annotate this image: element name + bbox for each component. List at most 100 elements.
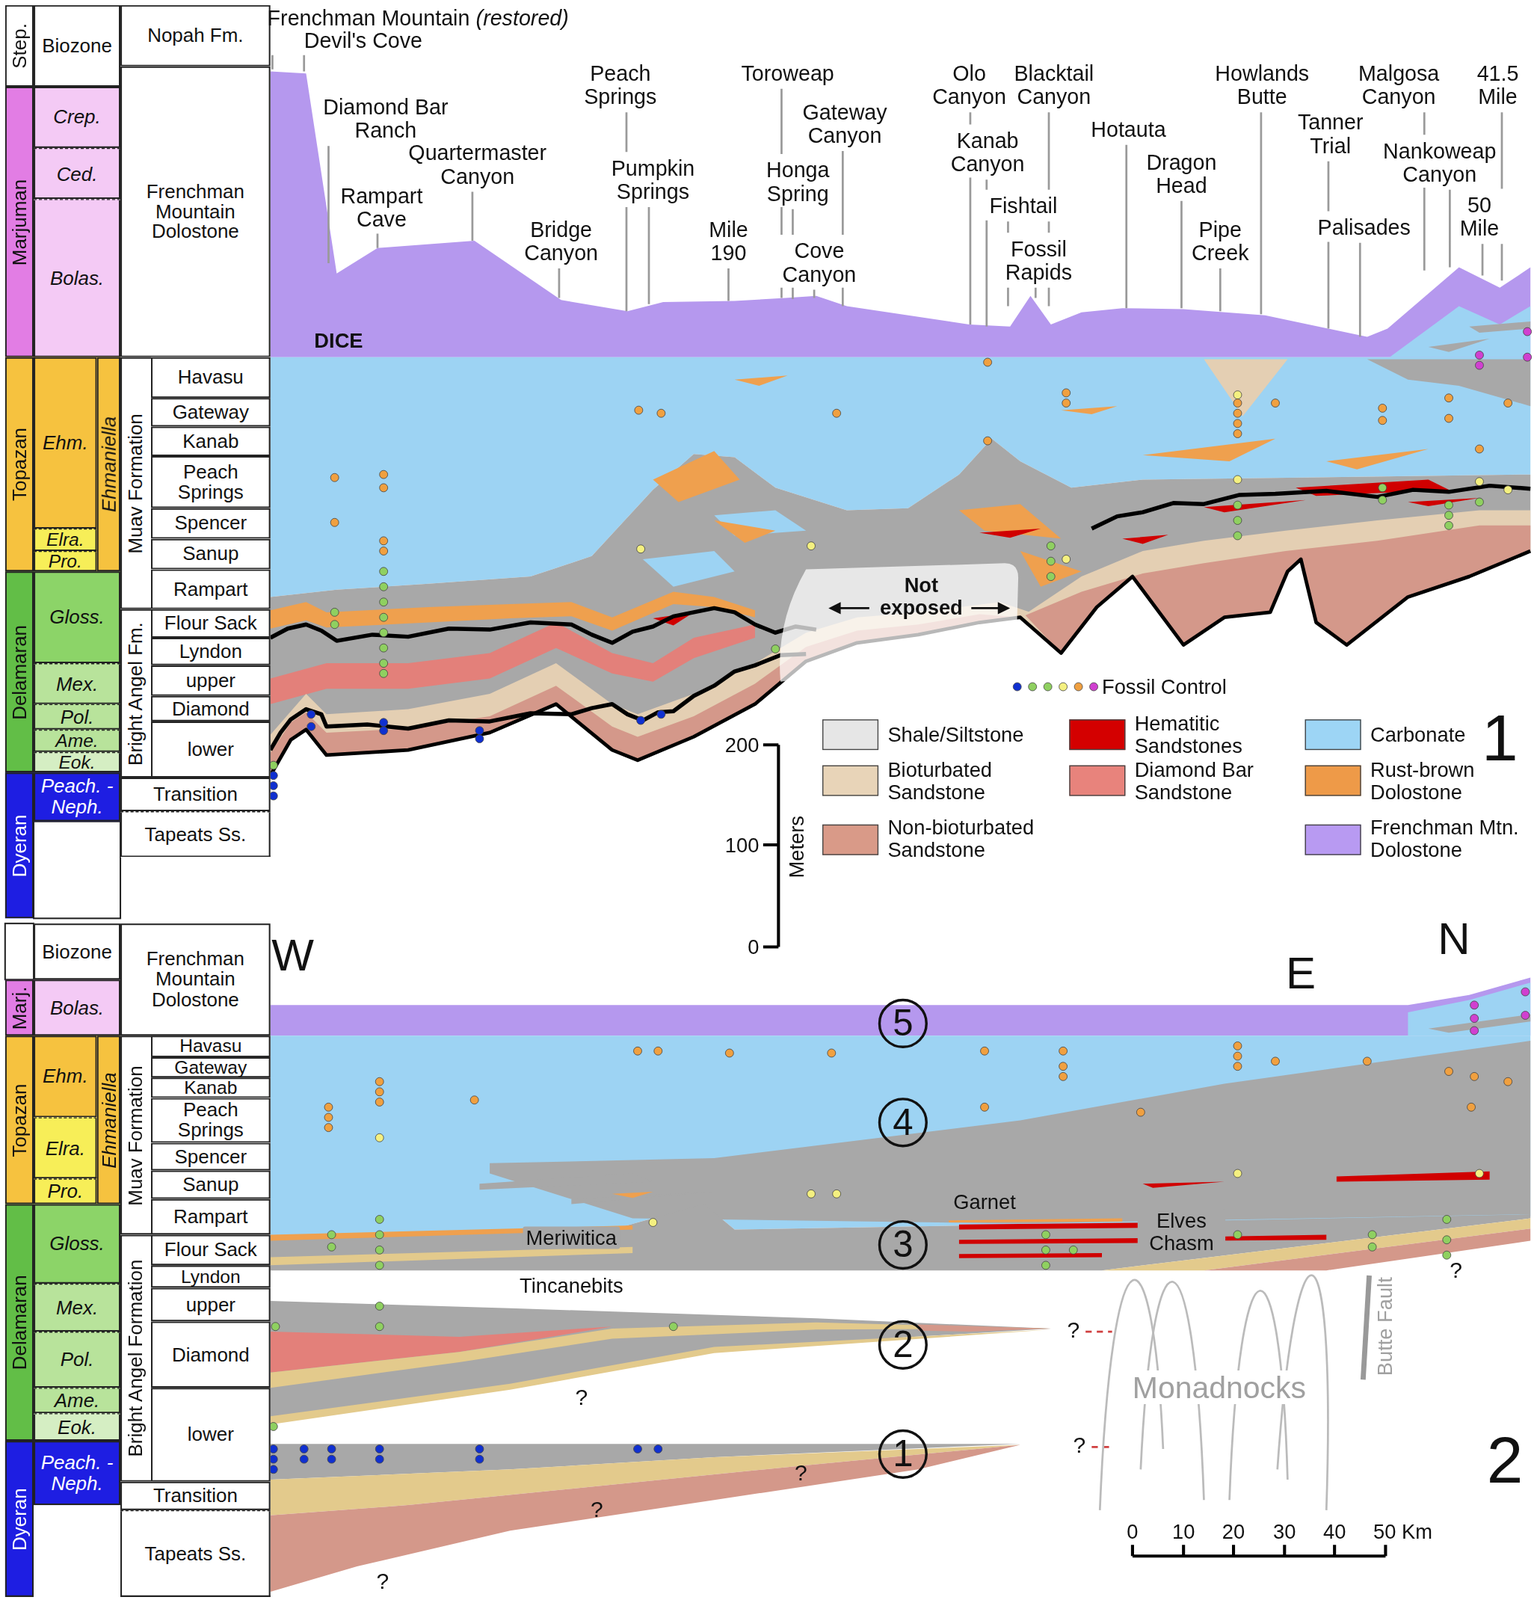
scale-value: 0 xyxy=(1126,1520,1138,1543)
panel-two-fossil-dots xyxy=(375,1098,384,1107)
fossil-control-dots xyxy=(1504,485,1513,495)
locality-label: Fishtail xyxy=(989,193,1058,217)
column-label: Gateway xyxy=(174,1057,247,1078)
column-label: Delamaran xyxy=(9,624,30,720)
frenchman-dolostone-unit xyxy=(270,71,1532,358)
column-cell: Transition xyxy=(120,777,271,812)
fossil-control-dots xyxy=(1062,399,1071,408)
panel-two-fossil-dots xyxy=(1442,1235,1452,1244)
panel-two-fossil-dots xyxy=(324,1102,333,1111)
panel-two-fossil-dots xyxy=(324,1113,333,1122)
fossil-control-dots xyxy=(1233,408,1242,418)
column-label: Tapeats Ss. xyxy=(145,824,246,845)
legend-swatch xyxy=(1069,719,1126,750)
column-label: Bolas. xyxy=(50,997,104,1018)
direction-letter: N xyxy=(1437,914,1470,964)
panel-two-fossil-dots xyxy=(375,1214,384,1224)
locality-label: Dragon Head xyxy=(1135,150,1228,198)
column-cell: upper xyxy=(151,1287,271,1321)
fossil-control-dots xyxy=(1445,511,1454,520)
locality-label: Blacktail Canyon xyxy=(998,61,1111,109)
column-blank-cells xyxy=(33,821,121,919)
column-label: Kanab xyxy=(182,431,239,452)
column-label: Frenchman Mountain Dolostone xyxy=(120,180,271,243)
column-cell: Transition xyxy=(120,1481,271,1511)
column-label: Rampart xyxy=(173,1206,248,1227)
panel-two-fossil-dots xyxy=(269,1465,278,1474)
hematitic-lenses xyxy=(1407,497,1480,507)
fossil-control-dots xyxy=(379,643,388,652)
fossil-control-dots xyxy=(330,518,339,527)
column-label: Eok. xyxy=(57,1417,97,1438)
fossil-control-dots xyxy=(379,483,388,492)
column-label: upper xyxy=(186,670,236,691)
fossil-control-dots xyxy=(1445,414,1454,423)
panel-two-fossil-dots xyxy=(327,1445,336,1454)
panel-two-fossil-dots xyxy=(827,1048,836,1058)
panel-two-fossil-dots xyxy=(633,1445,643,1454)
column-label: Mex. xyxy=(56,1297,98,1318)
column-cell: upper xyxy=(151,665,271,696)
panel-two-units xyxy=(270,977,1532,1592)
direction-letter: W xyxy=(271,930,314,981)
panel-two-fossil-dots xyxy=(324,1123,333,1132)
column-cell: Tapeats Ss. xyxy=(120,1510,271,1597)
fossil-control-dots xyxy=(1089,327,1532,691)
column-label: Dyeran xyxy=(9,814,30,877)
fossil-control-dots xyxy=(379,582,388,591)
dolostone-lenses xyxy=(959,503,1061,539)
column-cell: Lyndon xyxy=(151,1264,271,1288)
circle-outline xyxy=(879,1320,927,1369)
panel-two-fossil-dots xyxy=(648,1218,658,1227)
panel-two-fossil-dots xyxy=(1467,1102,1476,1111)
dolostone-lenses xyxy=(1060,405,1117,415)
column-cell: Topazan xyxy=(5,357,34,572)
column-label: Biozone xyxy=(41,35,113,57)
column-cell: Eok. xyxy=(33,1412,121,1441)
legend-text: Non-bioturbated Sandstone xyxy=(887,816,1056,862)
column-cell: Pro. xyxy=(33,1178,98,1204)
panel-two-units xyxy=(959,1252,1102,1259)
column-cell: Biozone xyxy=(33,923,121,980)
column-cell: Ame. xyxy=(33,1387,121,1413)
column-label: Elra. xyxy=(45,1137,86,1158)
column-cell: Gloss. xyxy=(33,571,121,664)
shale-unit xyxy=(1203,358,1288,416)
column-label: Sanup xyxy=(182,543,239,564)
panel-two-fossil-dots xyxy=(1521,1011,1530,1020)
locality-label: Olo Canyon xyxy=(926,61,1013,109)
fossil-control-dots xyxy=(1233,390,1242,400)
column-cell: Flour Sack xyxy=(151,1234,271,1265)
column-cell: Bolas. xyxy=(33,198,121,358)
legend-swatch xyxy=(1069,765,1126,797)
fossil-control-dots xyxy=(1233,516,1242,525)
circle-outline xyxy=(879,1000,927,1048)
legend-text: Hematitic Sandstones xyxy=(1134,712,1263,758)
fossil-control-dots xyxy=(1089,682,1099,691)
fossil-control-dots xyxy=(1059,682,1068,691)
fossil-control-dots xyxy=(269,761,278,770)
locality-label: Malgosa Canyon xyxy=(1344,61,1452,109)
dolostone-lenses xyxy=(1020,550,1082,587)
panel-two-units xyxy=(1428,1014,1531,1034)
fossil-control-dots xyxy=(1046,572,1055,581)
fossil-control-dots xyxy=(1378,416,1387,425)
callout-number: 4 xyxy=(892,1104,913,1141)
fossil-control-dots xyxy=(636,544,646,554)
scale-value: 100 xyxy=(725,833,760,856)
panel-two-units xyxy=(270,1322,1052,1388)
column-cell: Frenchman Mountain Dolostone xyxy=(120,923,271,1036)
panel-two-fossil-dots xyxy=(269,1214,1451,1431)
column-cell: Sanup xyxy=(151,538,271,570)
column-label: Pol. xyxy=(60,1350,95,1371)
fossil-control-dots xyxy=(330,473,339,482)
column-cell: Ehm. xyxy=(33,357,98,529)
panel-two-fossil-dots xyxy=(375,1301,384,1310)
column-cell: Nopah Fm. xyxy=(120,5,271,67)
panel-two-fossil-dots xyxy=(1368,1230,1377,1239)
fossil-control-dots xyxy=(379,613,388,622)
legend-text: Shale/Siltstone xyxy=(887,723,1024,747)
fossil-control-dots xyxy=(807,541,816,551)
uncertainty-mark: ? xyxy=(1066,1317,1080,1343)
legend-text: Frenchman Mtn. Dolostone xyxy=(1370,816,1534,862)
